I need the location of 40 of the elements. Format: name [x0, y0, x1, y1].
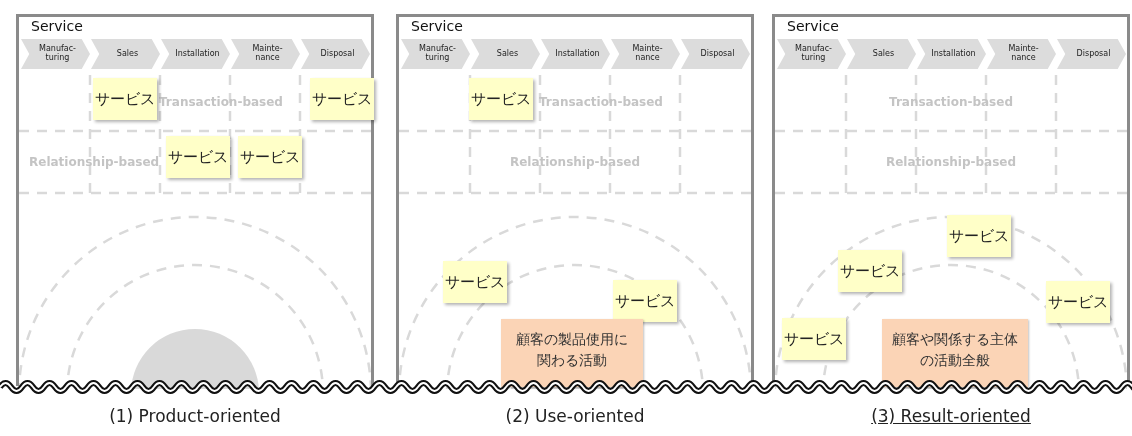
- band-label: Transaction-based: [889, 95, 1013, 109]
- sticky-note: サービス: [782, 318, 846, 360]
- band-label: Relationship-based: [509, 155, 641, 169]
- sticky-note: サービス: [613, 280, 677, 322]
- lifecycle-stage: Manufac- turing: [401, 39, 470, 69]
- sticky-note: サービス: [166, 136, 230, 178]
- panel-caption: (3) Result-oriented: [870, 406, 1032, 426]
- lifecycle-stage: Manufac- turing: [777, 39, 846, 69]
- panel-title: Service: [31, 18, 83, 34]
- lifecycle-stage: Mainte- nance: [987, 39, 1056, 69]
- lifecycle-stage: Disposal: [681, 39, 750, 69]
- band-label: Relationship-based: [29, 155, 160, 169]
- sticky-note: サービス: [469, 78, 533, 120]
- activity-box: 顧客や関係する主体の活動全般: [882, 319, 1028, 387]
- panel-title: Service: [787, 18, 839, 34]
- band-label: Relationship-based: [885, 155, 1017, 169]
- panel-caption: (1) Product-oriented: [108, 406, 282, 426]
- panel-caption: (2) Use-oriented: [504, 406, 646, 426]
- activity-box: 顧客の製品使用に関わる活動: [501, 319, 643, 387]
- panel-title: Service: [411, 18, 463, 34]
- lifecycle-stage: Mainte- nance: [611, 39, 680, 69]
- lifecycle-stage: Installation: [161, 39, 230, 69]
- lifecycle-stage: Sales: [91, 39, 160, 69]
- lifecycle-stage: Sales: [471, 39, 540, 69]
- band-label: Transaction-based: [539, 95, 663, 109]
- lifecycle-stage: Sales: [847, 39, 916, 69]
- sticky-note: サービス: [238, 136, 302, 178]
- sticky-note: サービス: [310, 78, 374, 120]
- lifecycle-stage: Disposal: [1057, 39, 1126, 69]
- sticky-note: サービス: [1046, 281, 1110, 323]
- lifecycle-stage: Installation: [917, 39, 986, 69]
- lifecycle-stage: Manufac- turing: [21, 39, 90, 69]
- sticky-note: サービス: [93, 78, 157, 120]
- lifecycle-stage: Disposal: [301, 39, 370, 69]
- lifecycle-stage: Installation: [541, 39, 610, 69]
- sticky-note: サービス: [947, 215, 1011, 257]
- band-label: Transaction-based: [159, 95, 283, 109]
- lifecycle-stage: Mainte- nance: [231, 39, 300, 69]
- sticky-note: サービス: [838, 250, 902, 292]
- sticky-note: サービス: [443, 261, 507, 303]
